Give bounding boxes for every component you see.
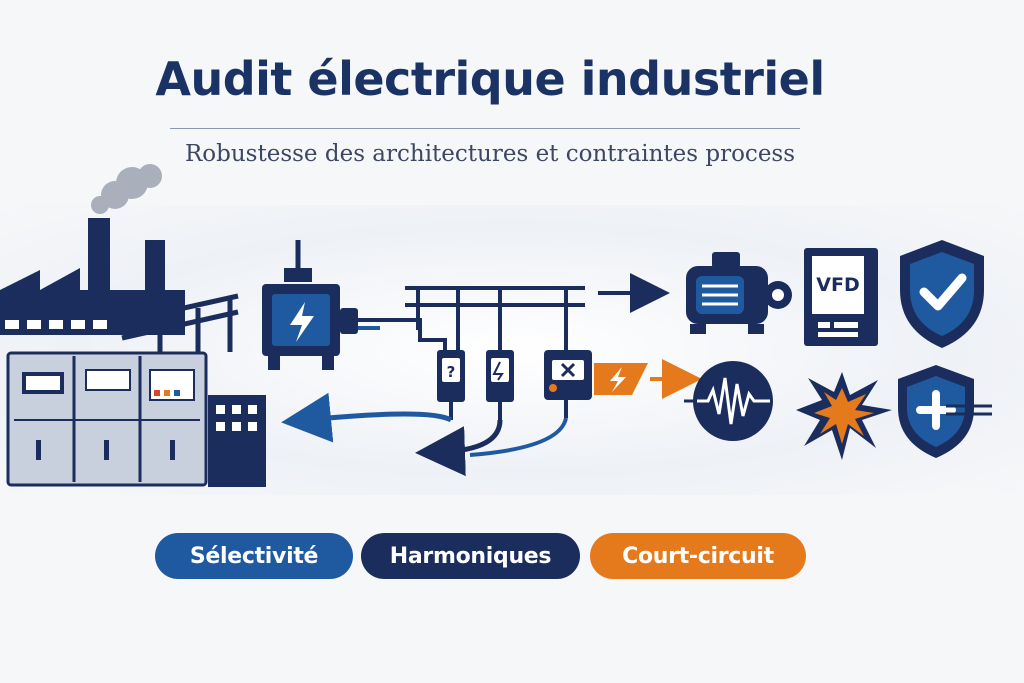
circuit-breaker-icon: ?	[437, 350, 592, 420]
return-arrows	[281, 392, 568, 477]
transformer-icon	[262, 240, 358, 370]
motor-icon	[686, 252, 792, 334]
conveyor-icon	[121, 293, 239, 352]
title-divider	[170, 128, 800, 129]
page-subtitle: Robustesse des architectures et contrain…	[184, 141, 796, 167]
tag-selectivite: Sélectivité	[155, 533, 353, 579]
explosion-icon	[796, 372, 892, 460]
tag-court-circuit: Court-circuit	[590, 533, 806, 579]
vfd-label: VFD	[816, 274, 859, 296]
waveform-icon	[684, 361, 773, 441]
shield-plus-icon	[898, 365, 992, 458]
tag-harmoniques: Harmoniques	[361, 533, 580, 579]
busbar-icon	[358, 286, 585, 360]
factory-icon	[0, 164, 185, 335]
vfd-icon: VFD	[804, 248, 878, 346]
switchboard-icon	[6, 351, 208, 487]
svg-text:?: ?	[447, 363, 456, 381]
smoke-cloud	[91, 164, 162, 214]
page-title: Audit électrique industriel	[155, 52, 825, 106]
control-cabinet-icon	[208, 395, 266, 487]
shield-check-icon	[900, 240, 984, 348]
fault-arrow	[594, 359, 702, 399]
